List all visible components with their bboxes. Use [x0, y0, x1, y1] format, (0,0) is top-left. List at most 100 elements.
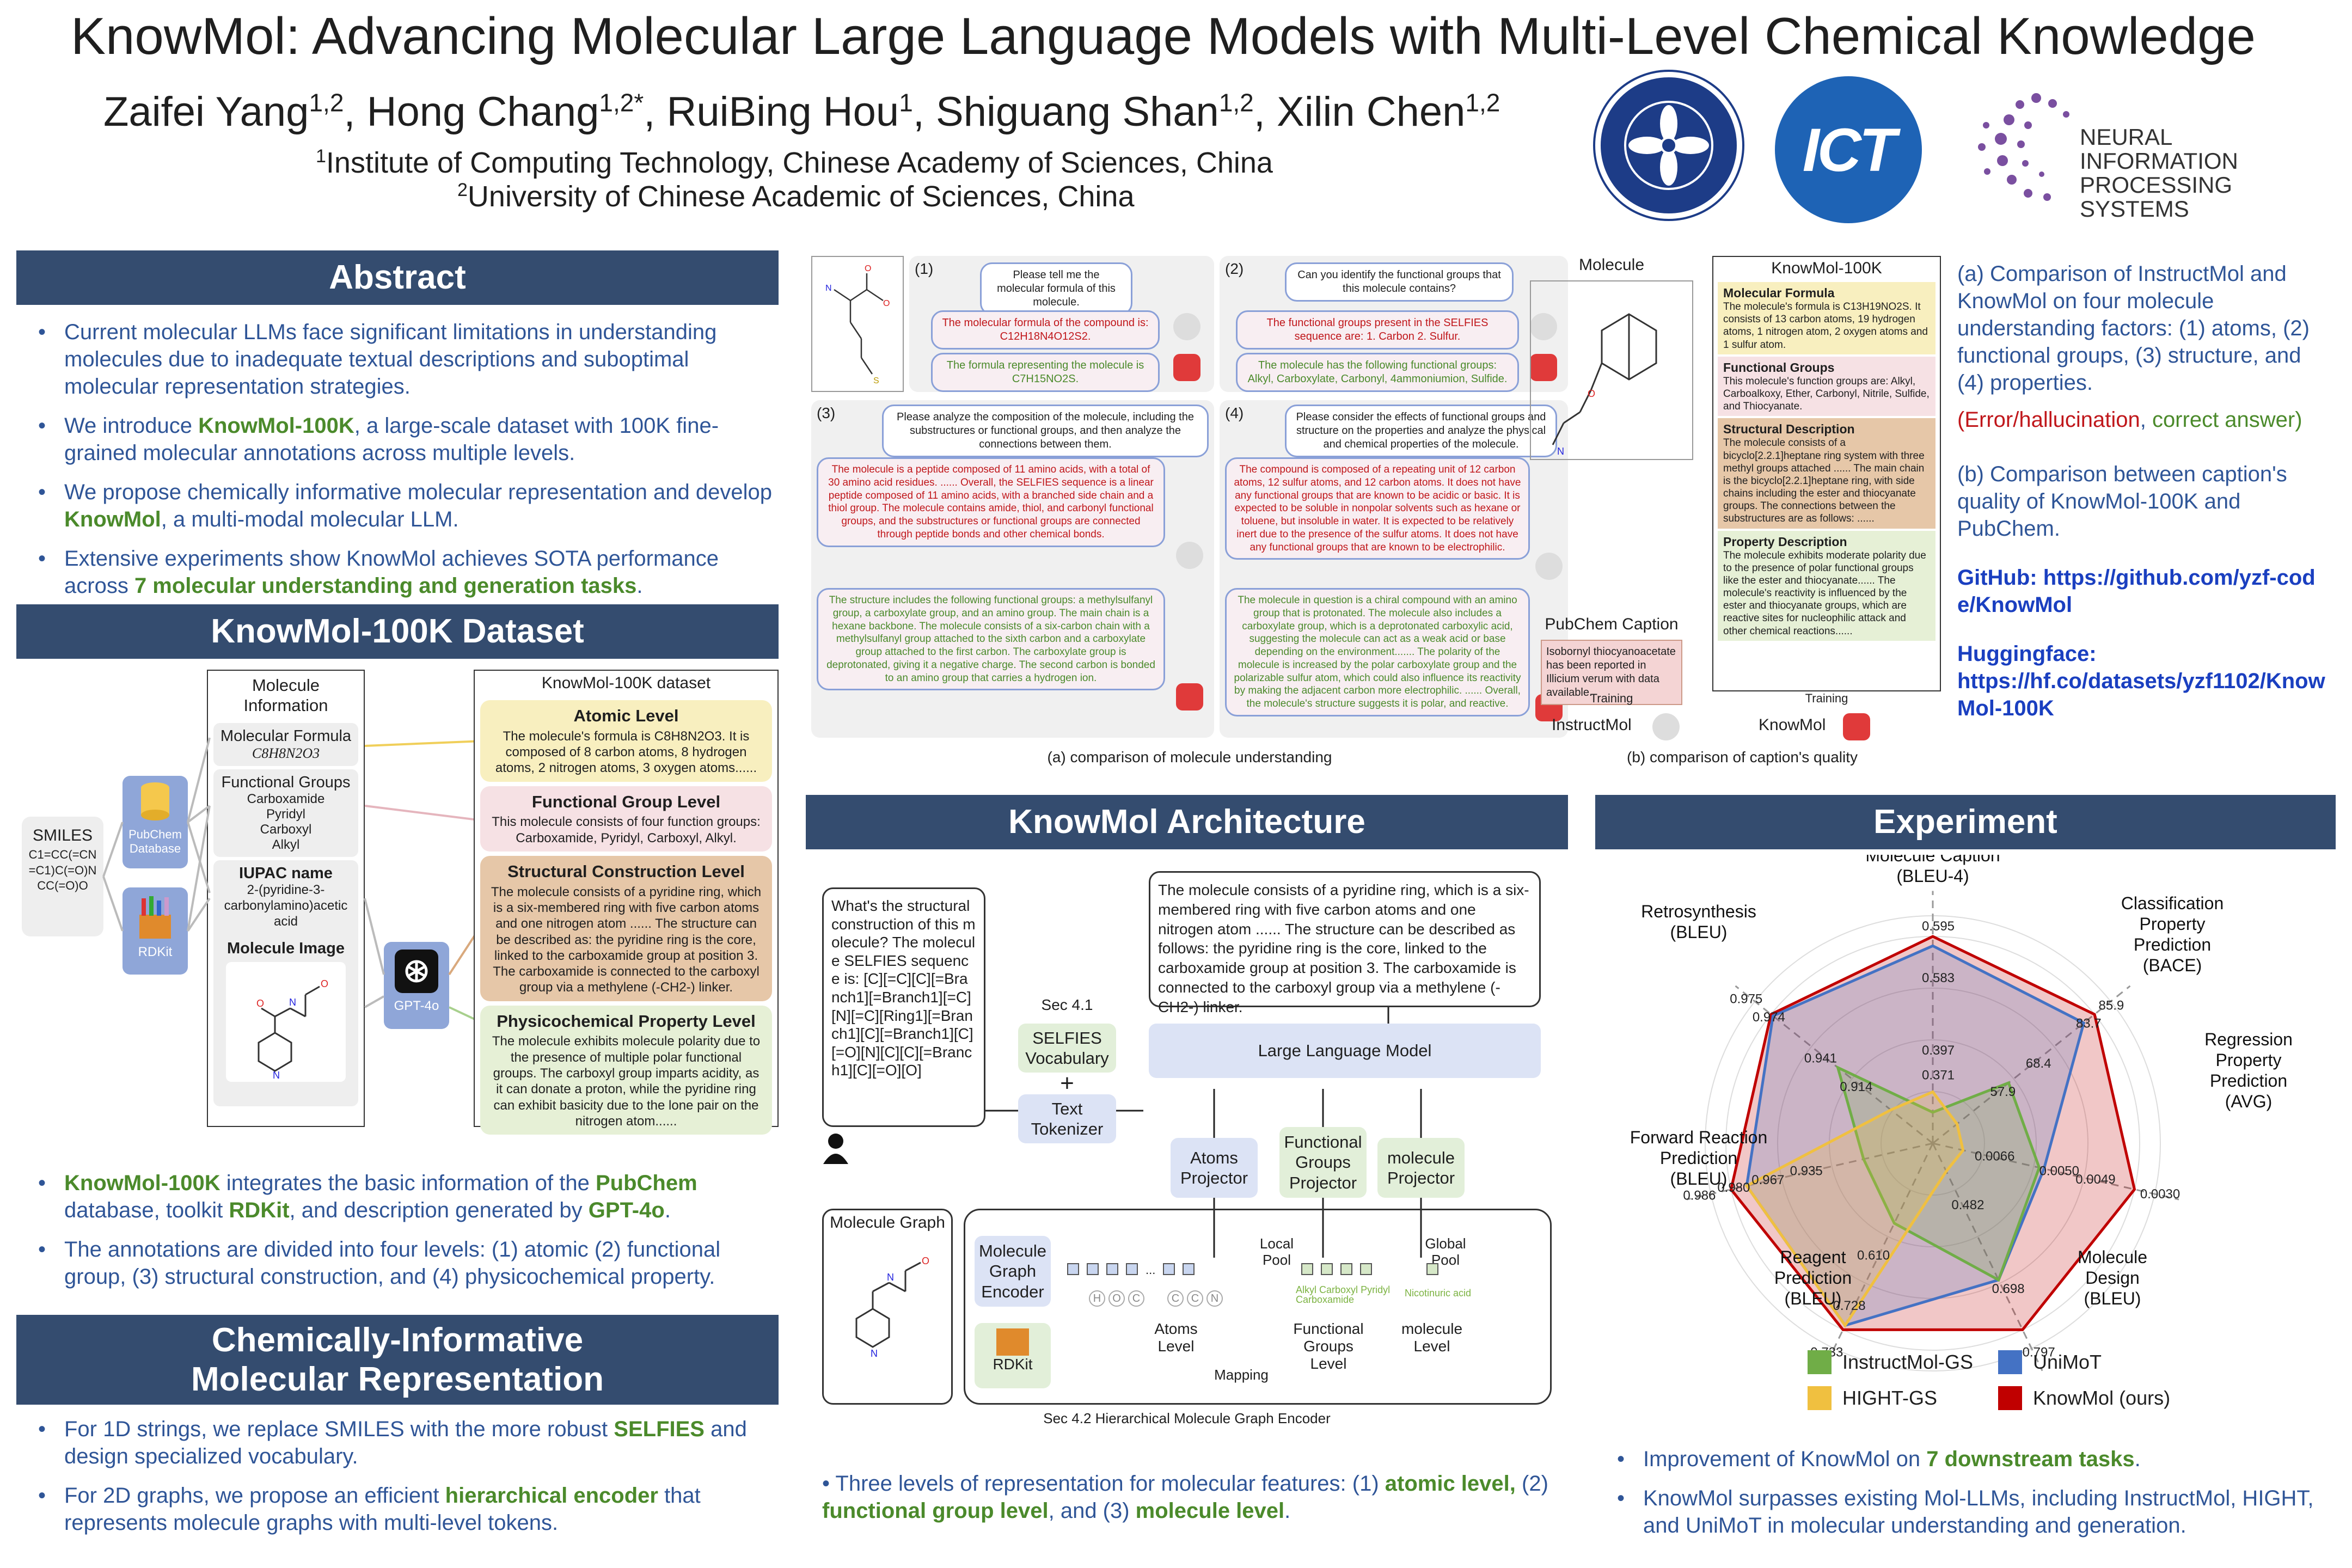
training-label: Training — [1805, 691, 1848, 705]
fg-tag-list: Alkyl Carboxyl Pyridyl Carboxamide — [1296, 1284, 1391, 1305]
svg-text:S: S — [873, 376, 879, 385]
caption-a: (a) comparison of molecule understanding — [1047, 749, 1332, 765]
svg-text:N: N — [289, 997, 296, 1008]
axis-label: Design — [2085, 1268, 2140, 1288]
fg-item: Carboxamide — [247, 792, 325, 807]
architecture-figure: What's the structural construction of th… — [811, 860, 1563, 1437]
knowmol-robot-icon — [1176, 683, 1203, 710]
representation-list: For 1D strings, we replace SMILES with t… — [16, 1416, 779, 1548]
tick-label: 0.986 — [1683, 1189, 1716, 1203]
pubchem-box: PubChem Database — [122, 776, 188, 868]
tick-label: 83.7 — [2076, 1016, 2102, 1031]
caption-section-text: The molecule's formula is C13H19NO2S. It… — [1723, 301, 1928, 351]
formula-value: C8H8N2O3 — [252, 745, 320, 762]
caption-section-heading: Structural Description — [1723, 422, 1855, 437]
mapping-label: Mapping — [1214, 1367, 1269, 1383]
axis-label: Molecule Caption — [1865, 855, 2000, 865]
tick-label: 0.797 — [2023, 1345, 2055, 1359]
tick-label: 0.914 — [1840, 1080, 1872, 1094]
smiles-box: SMILES C1=CC(=CN=C1)C(=O)NCC(=O)O — [22, 817, 103, 936]
caption-section-text: The molecule exhibits moderate polarity … — [1723, 549, 1926, 637]
caption-b: (b) comparison of caption's quality — [1627, 749, 1858, 765]
legend-label: InstructMol-GS — [1842, 1351, 1974, 1373]
tick-label: 0.0030 — [2140, 1187, 2180, 1202]
side-note-legend: (Error/hallucination, correct answer) — [1957, 408, 2302, 432]
tick-label: 0.941 — [1804, 1051, 1837, 1066]
axis-label: (AVG) — [2225, 1092, 2273, 1111]
level-text: The molecule exhibits molecule polarity … — [492, 1034, 761, 1129]
axis-label: Property — [2140, 914, 2206, 934]
knowmol-robot-icon — [1843, 713, 1870, 740]
axis-label: Molecule — [2078, 1247, 2147, 1267]
qa-panel-3: (3) Please analyze the composition of th… — [811, 400, 1214, 738]
legend-swatch — [1998, 1386, 2022, 1410]
axis-label: Reagent — [1780, 1247, 1846, 1267]
axis-line — [1686, 1142, 1933, 1200]
radar-series-knowmol-ours- — [1729, 935, 2136, 1331]
panel-number: (3) — [817, 405, 836, 421]
svg-text:N: N — [1557, 446, 1564, 457]
llm-box: Large Language Model — [1149, 1024, 1541, 1078]
tick-label: 0.397 — [1922, 1043, 1955, 1058]
tick-label: 0.967 — [1751, 1173, 1784, 1187]
pubchem-caption-text: Isobornyl thiocyanoacetate has been repo… — [1541, 640, 1682, 705]
github-link[interactable]: GitHub: https://github.com/yzf-code/Know… — [1957, 566, 2316, 617]
axis-line — [1932, 1142, 2179, 1200]
tick-label: 68.4 — [2026, 1056, 2051, 1071]
representation-bullet: For 1D strings, we replace SMILES with t… — [16, 1416, 779, 1470]
database-icon — [141, 782, 169, 820]
atoms-projector-box: Atoms Projector — [1171, 1138, 1258, 1198]
question-bubble: Please analyze the composition of the mo… — [882, 405, 1209, 457]
axis-label: (BLEU) — [1670, 1169, 1728, 1189]
level-name: Structural Construction Level — [507, 861, 745, 881]
instructmol-answer: The functional groups present in the SEL… — [1236, 310, 1519, 350]
ict-logo: ICT — [1775, 76, 1922, 223]
smiles-title: SMILES — [32, 826, 93, 844]
plus-sign: + — [1060, 1070, 1074, 1097]
radar-series-hight-gs — [1744, 1090, 1965, 1328]
representation-bullet: For 2D graphs, we propose an efficient h… — [16, 1482, 779, 1536]
svg-text:N: N — [273, 1070, 280, 1081]
atom-letter-row: H O C C C N — [1089, 1290, 1223, 1307]
fg-projector-box: Functional Groups Projector — [1279, 1127, 1367, 1198]
rdkit-label: RDKit — [993, 1356, 1033, 1373]
ict-logo-text: ICT — [1802, 115, 1896, 184]
knowmol-robot-icon — [1173, 354, 1200, 381]
dataset-note: The annotations are divided into four le… — [16, 1236, 779, 1290]
level-text: The molecule's formula is C8H8N2O3. It i… — [495, 728, 757, 776]
dataset-notes: KnowMol-100K integrates the basic inform… — [16, 1169, 779, 1302]
abstract-bullet: We introduce KnowMol-100K, a large-scale… — [16, 412, 779, 467]
svg-text:O: O — [256, 998, 264, 1009]
architecture-heading: KnowMol Architecture — [806, 795, 1568, 849]
svg-text:O: O — [1588, 388, 1595, 399]
representation-heading-line2: Molecular Representation — [191, 1360, 604, 1398]
tick-label: 0.583 — [1922, 971, 1955, 985]
instructmol-answer: The compound is composed of a repeating … — [1225, 457, 1530, 560]
smiles-value: C1=CC(=CN=C1)C(=O)NCC(=O)O — [28, 848, 97, 893]
svg-text:O: O — [922, 1255, 929, 1266]
side-notes: (a) Comparison of InstructMol and KnowMo… — [1957, 260, 2333, 722]
instructmol-answer: The molecular formula of the compound is… — [931, 310, 1160, 350]
atom-letter: O — [1108, 1290, 1125, 1307]
neurips-logo: NEURAL INFORMATION PROCESSING SYSTEMS — [1971, 82, 2308, 221]
axis-line — [1735, 985, 1933, 1144]
caption-section-heading: Property Description — [1723, 534, 1847, 549]
radar-series-instructmol-gs — [1835, 1065, 2041, 1282]
molecule-image-label: Molecule Image — [227, 939, 345, 957]
selfies-vocab-box: SELFIES Vocabulary — [1018, 1024, 1116, 1073]
knowmol-answer: The molecule has the following functiona… — [1236, 353, 1519, 392]
functional-groups-card: Functional Groups Carboxamide Pyridyl Ca… — [213, 769, 358, 857]
tick-label: 0.980 — [1717, 1180, 1750, 1195]
huggingface-link[interactable]: Huggingface:https://hf.co/datasets/yzf11… — [1957, 642, 2325, 720]
axis-label: (BLEU) — [1785, 1289, 1842, 1308]
axis-label: Prediction — [2210, 1071, 2287, 1091]
mol-token — [1426, 1263, 1438, 1275]
graph-encoder-box: Molecule Graph Encoder — [975, 1236, 1051, 1307]
rdkit-box: RDKit — [122, 887, 188, 975]
training-label: Training — [1590, 691, 1633, 705]
